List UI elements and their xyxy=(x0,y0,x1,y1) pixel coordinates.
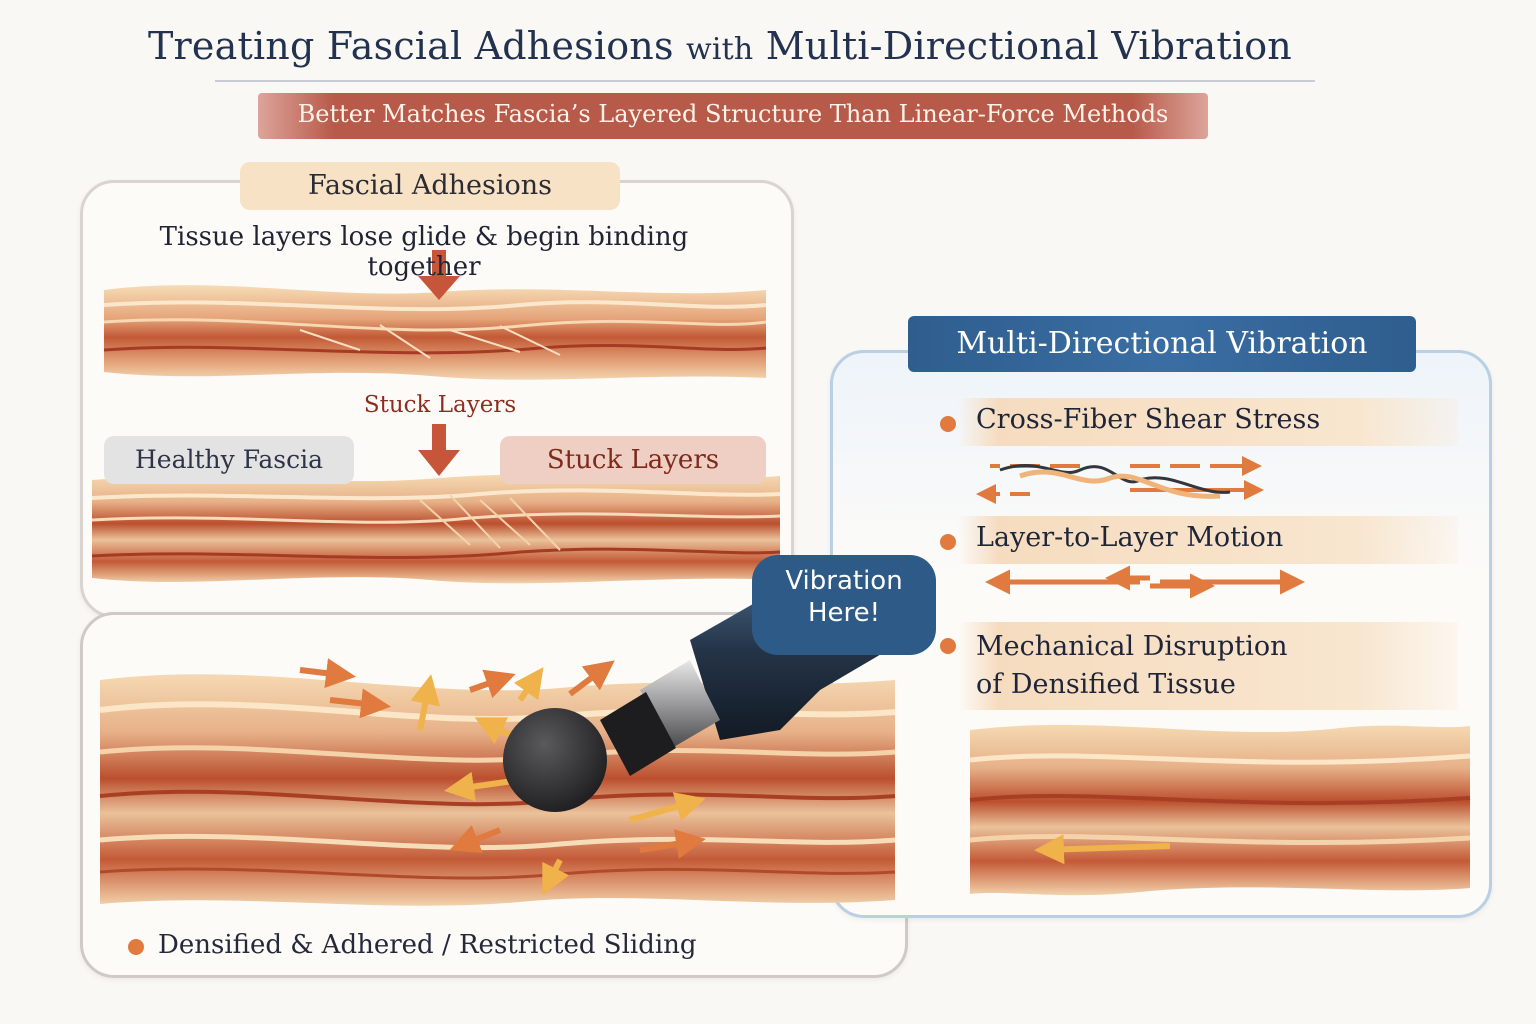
subtitle-banner xyxy=(258,93,1208,139)
main-title: Treating Fascial Adhesions with Multi-Di… xyxy=(148,24,1292,68)
cross-fiber-shear-item: Cross-Fiber Shear Stress xyxy=(976,404,1321,435)
down-arrow-top xyxy=(418,250,460,300)
item-highlight-strip xyxy=(958,622,1458,710)
disrupted-tissue-illustration xyxy=(969,724,1471,896)
massage-ball-head xyxy=(503,708,607,812)
down-arrow-middle xyxy=(418,424,460,476)
stuck-layers-caption: Stuck Layers xyxy=(363,392,517,418)
adhesion-description: Tissue layers lose glide & begin binding… xyxy=(159,222,689,282)
callout-line-1: Vibration xyxy=(785,566,903,596)
healthy-vs-stuck-tissue-strip xyxy=(91,474,781,584)
bullet-dot xyxy=(128,939,144,955)
mechanical-disruption-item: Mechanical Disruption of Densified Tissu… xyxy=(976,628,1376,704)
vibration-here-callout: Vibration Here! xyxy=(752,555,936,655)
layer-to-layer-item: Layer-to-Layer Motion xyxy=(976,522,1284,553)
title-divider xyxy=(215,80,1315,82)
bullet-dot xyxy=(940,534,956,550)
item-highlight-strip xyxy=(958,516,1458,564)
cross-fiber-shear-arrows xyxy=(980,456,1264,496)
densified-label: Densified & Adhered / Restricted Sliding xyxy=(158,930,697,960)
bullet-dot xyxy=(940,638,956,654)
fascial-adhesions-heading: Fascial Adhesions xyxy=(240,162,620,210)
disruption-arrow xyxy=(1034,834,1171,865)
mechanical-disruption-line-2: of Densified Tissue xyxy=(976,669,1236,700)
multi-directional-heading: Multi-Directional Vibration xyxy=(908,316,1416,372)
healthy-fascia-label: Healthy Fascia xyxy=(104,436,354,484)
layer-to-layer-arrows xyxy=(985,565,1305,599)
subtitle-text: Better Matches Fascia’s Layered Structur… xyxy=(297,100,1169,128)
stuck-layers-label: Stuck Layers xyxy=(500,436,766,484)
bullet-dot xyxy=(940,416,956,432)
adhered-tissue-strip-top xyxy=(103,285,767,380)
item-highlight-strip xyxy=(958,398,1458,446)
mechanical-disruption-line-1: Mechanical Disruption xyxy=(976,631,1288,662)
callout-line-2: Here! xyxy=(807,598,881,628)
